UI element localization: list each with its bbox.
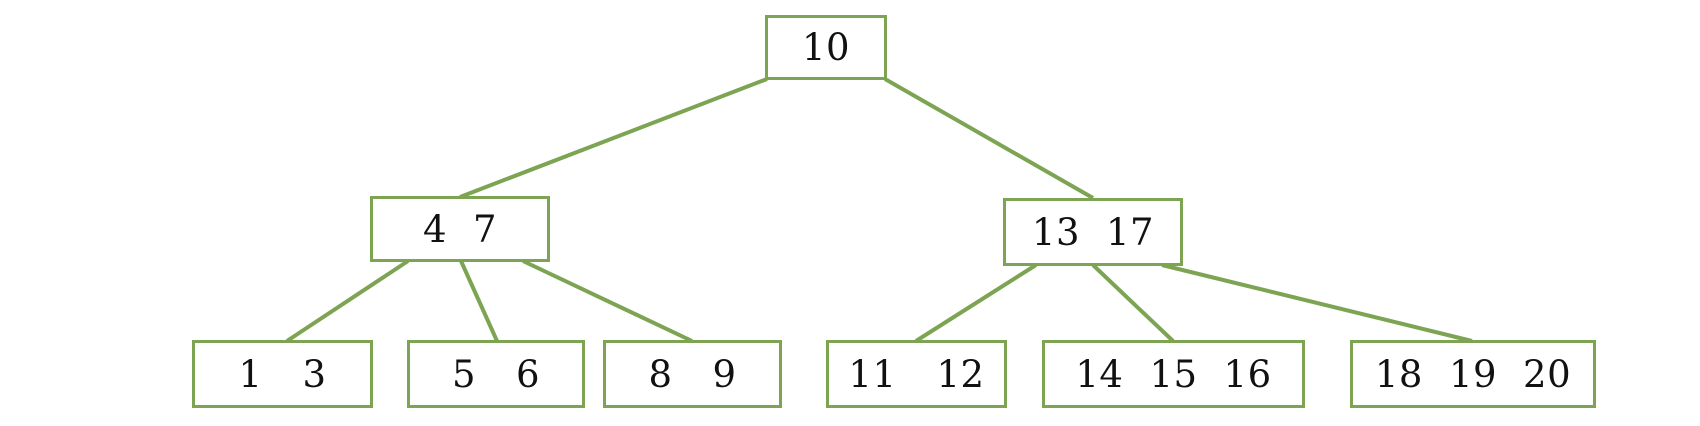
edge-internal-right-to-leaf-6 <box>1161 263 1473 343</box>
node-keys: 5 6 <box>452 356 540 393</box>
node-keys: 8 9 <box>648 356 736 393</box>
node-key: 5 <box>451 352 476 396</box>
btree-node-root[interactable]: 10 <box>765 15 887 80</box>
node-key: 14 <box>1075 352 1124 396</box>
btree-node-internal-left[interactable]: 4 7 <box>370 196 550 262</box>
node-key: 3 <box>302 352 327 396</box>
edge-internal-left-to-leaf-3 <box>522 259 693 343</box>
node-key: 16 <box>1223 352 1272 396</box>
node-key: 4 <box>422 207 447 251</box>
btree-node-leaf-5[interactable]: 14 15 16 <box>1042 340 1305 408</box>
edge-root-to-internal-left <box>459 77 768 199</box>
btree-node-leaf-4[interactable]: 11 12 <box>826 340 1007 408</box>
btree-node-leaf-1[interactable]: 1 3 <box>192 340 373 408</box>
node-key: 15 <box>1149 352 1198 396</box>
node-key: 7 <box>473 207 498 251</box>
node-keys: 14 15 16 <box>1075 356 1271 393</box>
node-key: 19 <box>1448 352 1498 396</box>
edge-internal-left-to-leaf-1 <box>285 259 410 343</box>
node-keys: 1 3 <box>238 356 326 393</box>
btree-node-leaf-3[interactable]: 8 9 <box>603 340 782 408</box>
node-key: 18 <box>1374 352 1423 396</box>
node-key: 9 <box>712 352 737 396</box>
node-keys: 13 17 <box>1032 214 1154 251</box>
node-key: 6 <box>516 352 541 396</box>
btree-node-leaf-2[interactable]: 5 6 <box>407 340 585 408</box>
edge-root-to-internal-right <box>884 77 1094 200</box>
btree-node-leaf-6[interactable]: 18 19 20 <box>1350 340 1596 408</box>
node-keys: 11 12 <box>848 356 984 393</box>
node-key: 8 <box>648 352 673 396</box>
edge-internal-right-to-leaf-4 <box>914 263 1038 343</box>
node-key: 12 <box>936 352 985 396</box>
node-key: 10 <box>801 26 851 69</box>
node-keys: 18 19 20 <box>1375 356 1571 393</box>
node-key: 20 <box>1523 352 1572 396</box>
btree-node-internal-right[interactable]: 13 17 <box>1003 198 1183 266</box>
edge-internal-right-to-leaf-5 <box>1091 263 1175 343</box>
edge-internal-left-to-leaf-2 <box>459 260 499 342</box>
node-keys: 4 7 <box>423 211 497 248</box>
node-key: 11 <box>848 352 897 396</box>
node-key: 13 <box>1031 210 1080 254</box>
node-keys: 10 <box>802 29 850 66</box>
node-key: 17 <box>1106 210 1155 254</box>
node-key: 1 <box>238 352 263 396</box>
